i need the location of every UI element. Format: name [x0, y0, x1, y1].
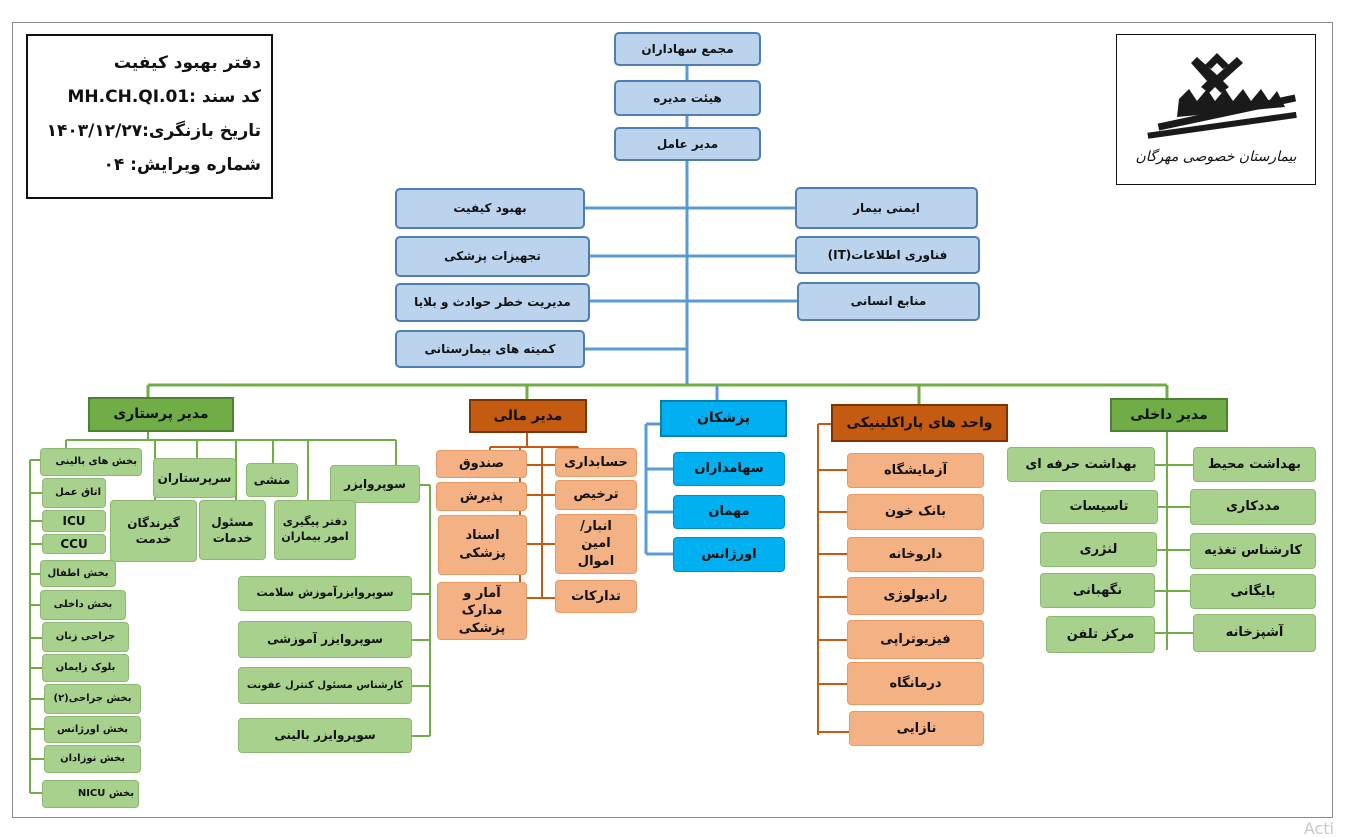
ward-emergency: بخش اورژانس — [44, 716, 141, 743]
staff-hospital-committees: کمیته های بیمارستانی — [395, 330, 585, 368]
paraclinic-infertility: نازایی — [849, 711, 984, 746]
internal-kitchen: آشپزخانه — [1193, 614, 1316, 652]
paraclinic-clinic: درمانگاه — [847, 662, 984, 705]
paraclinic-radiology: رادیولوژی — [847, 577, 984, 615]
physicians-guest: مهمان — [673, 495, 785, 529]
internal-security: نگهبانی — [1040, 573, 1155, 608]
paraclinic-units-box: واحد های پاراکلینیکی — [831, 404, 1008, 442]
ward-icu: ICU — [42, 510, 106, 532]
nursing-head-nurses: سرپرستاران — [153, 458, 236, 498]
staff-medical-equipment: تجهیزات پزشکی — [395, 236, 590, 277]
staff-patient-safety: ایمنی بیمار — [795, 187, 978, 229]
paraclinic-laboratory: آزمایشگاه — [847, 453, 984, 488]
ward-neonatal: بخش نوزادان — [44, 745, 141, 773]
finance-medical-records: اسناد پزشکی — [438, 515, 527, 575]
internal-archive: بایگانی — [1190, 574, 1316, 609]
hospital-logo: بیمارستان خصوصی مهرگان — [1116, 34, 1316, 185]
finance-director-box: مدیر مالی — [469, 399, 587, 433]
shareholders-assembly-box: مجمع سهاداران — [614, 32, 761, 66]
staff-it: فناوری اطلاعات(IT) — [795, 236, 980, 274]
ward-surgery-2: بخش جراحی(۲) — [44, 684, 141, 714]
activation-watermark: Acti — [1303, 819, 1334, 838]
internal-facilities: تاسیسات — [1040, 490, 1158, 524]
staff-disaster-risk-management: مدیریت خطر حوادث و بلایا — [395, 283, 590, 322]
revision-number: شماره ویرایش: ۰۴ — [103, 155, 262, 175]
document-info-box: دفتر بهبود کیفیت کد سند :MH.CH.QI.01 تار… — [26, 34, 273, 199]
nursing-director-box: مدیر پرستاری — [88, 397, 234, 432]
finance-admission: پذیرش — [436, 482, 527, 511]
ward-internal: بخش داخلی — [40, 590, 126, 620]
physicians-box: پزشکان — [660, 400, 787, 437]
internal-telephone-center: مرکز تلفن — [1046, 616, 1155, 653]
nursing-supervisor: سوپروایزر — [330, 465, 420, 503]
review-date: تاریخ بازنگری:۱۴۰۳/۱۲/۲۷ — [46, 121, 261, 141]
internal-environmental-health: بهداشت محیط — [1193, 447, 1316, 482]
logo-caption: بیمارستان خصوصی مهرگان — [1135, 148, 1296, 165]
nursing-secretary: منشی — [246, 463, 298, 497]
diagram-frame — [12, 22, 1333, 818]
physicians-emergency: اورژانس — [673, 537, 785, 572]
ward-operating-room: اتاق عمل — [42, 478, 106, 508]
supervisor-clinical: سوپروایزر بالینی — [238, 718, 412, 753]
paraclinic-pharmacy: داروخانه — [847, 537, 984, 572]
finance-procurement: تدارکات — [555, 580, 637, 613]
logo-emblem-icon: بیمارستان خصوصی مهرگان — [1135, 53, 1297, 165]
internal-occupational-health: بهداشت حرفه ای — [1007, 447, 1155, 482]
ward-nicu: بخش NICU — [42, 780, 139, 808]
finance-discharge: ترخیص — [555, 480, 637, 510]
nursing-services-officer: مسئول خدمات — [199, 500, 266, 560]
physicians-shareholders: سهامداران — [673, 452, 785, 486]
finance-warehouse: انبار/ امین اموال — [555, 514, 637, 574]
supervisor-education: سوپروایزر آموزشی — [238, 621, 412, 658]
internal-laundry: لنژری — [1040, 532, 1157, 567]
staff-human-resources: منابع انسانی — [797, 282, 980, 321]
supervisor-health-education: سوپروایزرآموزش سلامت — [238, 576, 412, 611]
nursing-service-recipients: گیرندگان خدمت — [110, 500, 197, 562]
paraclinic-physiotherapy: فیزیوتراپی — [847, 620, 984, 659]
paraclinic-blood-bank: بانک خون — [847, 494, 984, 530]
internal-social-work: مددکاری — [1190, 489, 1316, 525]
infection-control-specialist: کارشناس مسئول کنترل عفونت — [238, 667, 412, 704]
board-of-directors-box: هیئت مدیره — [614, 80, 761, 116]
finance-cashier: صندوق — [436, 450, 527, 478]
ceo-box: مدیر عامل — [614, 127, 761, 161]
finance-accounting: حسابداری — [555, 448, 637, 477]
ward-delivery: بلوک زایمان — [42, 654, 129, 682]
ward-gynecology-surgery: جراحی زنان — [42, 622, 129, 652]
staff-quality-improvement: بهبود کیفیت — [395, 188, 585, 229]
nursing-patient-followup: دفتر پیگیری امور بیماران — [274, 500, 356, 560]
office-name: دفتر بهبود کیفیت — [113, 53, 261, 73]
document-code: کد سند :MH.CH.QI.01 — [67, 87, 261, 107]
internal-director-box: مدیر داخلی — [1110, 398, 1228, 432]
ward-clinical: بخش های بالینی — [40, 448, 142, 476]
internal-nutrition-expert: کارشناس تغذیه — [1190, 533, 1316, 569]
ward-pediatrics: بخش اطفال — [40, 560, 116, 587]
finance-statistics: آمار و مدارک پزشکی — [437, 582, 527, 640]
ward-ccu: CCU — [42, 534, 106, 554]
